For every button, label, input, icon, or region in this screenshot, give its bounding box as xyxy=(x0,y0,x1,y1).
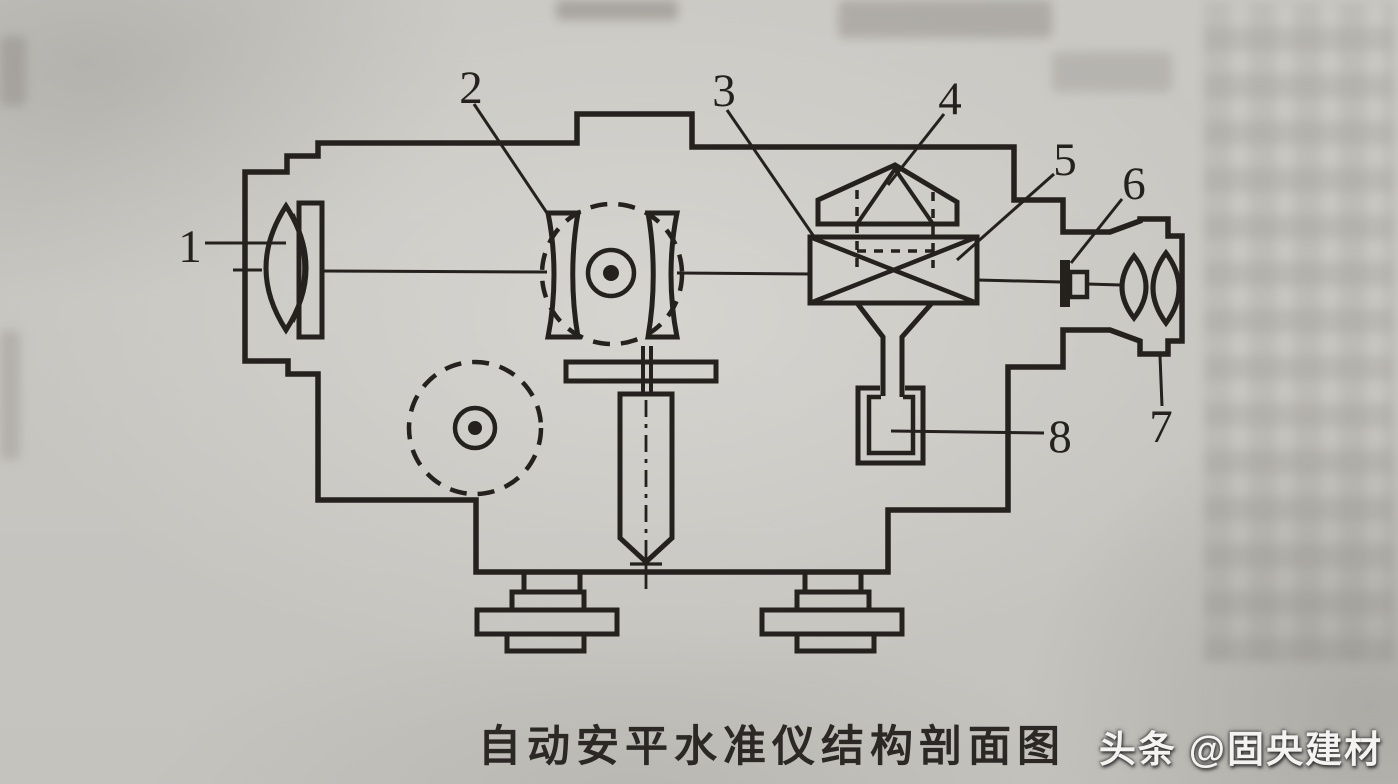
optical-axis-line xyxy=(233,268,1122,287)
part-label-4: 4 xyxy=(938,73,962,125)
instrument-body-outline xyxy=(242,111,1185,575)
air-damper xyxy=(855,385,926,466)
leveling-foot-left xyxy=(474,569,620,654)
tilting-axis-section xyxy=(406,359,544,497)
watermark: 头条 @固央建材 xyxy=(1099,719,1383,773)
bleed-smudge xyxy=(0,36,26,106)
part-label-2: 2 xyxy=(459,62,483,114)
compensator-prism-group xyxy=(807,162,980,397)
reticle-and-eyepiece xyxy=(1060,248,1182,328)
reticle-plate xyxy=(1060,260,1070,307)
objective-lens xyxy=(263,200,325,340)
part-label-7: 7 xyxy=(1149,401,1173,453)
part-label-1: 1 xyxy=(178,221,202,273)
part-label-6: 6 xyxy=(1122,158,1146,210)
part-leader-lines xyxy=(205,103,1164,435)
part-label-5: 5 xyxy=(1053,134,1077,186)
page-bleed-through-text xyxy=(1204,2,1394,662)
watermark-handle: @固央建材 xyxy=(1188,729,1383,770)
bleed-smudge xyxy=(556,0,678,20)
bleed-smudge xyxy=(838,0,1052,38)
watermark-brand: 头条 xyxy=(1098,729,1177,770)
eyepiece-eye-lens xyxy=(1150,248,1182,328)
leveling-foot-right xyxy=(759,569,905,654)
part-label-3: 3 xyxy=(712,65,736,117)
part-label-8: 8 xyxy=(1048,411,1072,463)
focusing-lens-assembly xyxy=(539,201,685,347)
eyepiece-field-lens xyxy=(1119,251,1149,323)
bleed-smudge xyxy=(0,330,20,460)
figure-caption: 自动安平水准仪结构剖面图 xyxy=(478,723,1066,771)
part-labels: 1 2 3 4 5 6 7 8 xyxy=(178,62,1173,463)
bleed-smudge xyxy=(1052,52,1172,92)
compensator-pendulum xyxy=(563,346,719,589)
